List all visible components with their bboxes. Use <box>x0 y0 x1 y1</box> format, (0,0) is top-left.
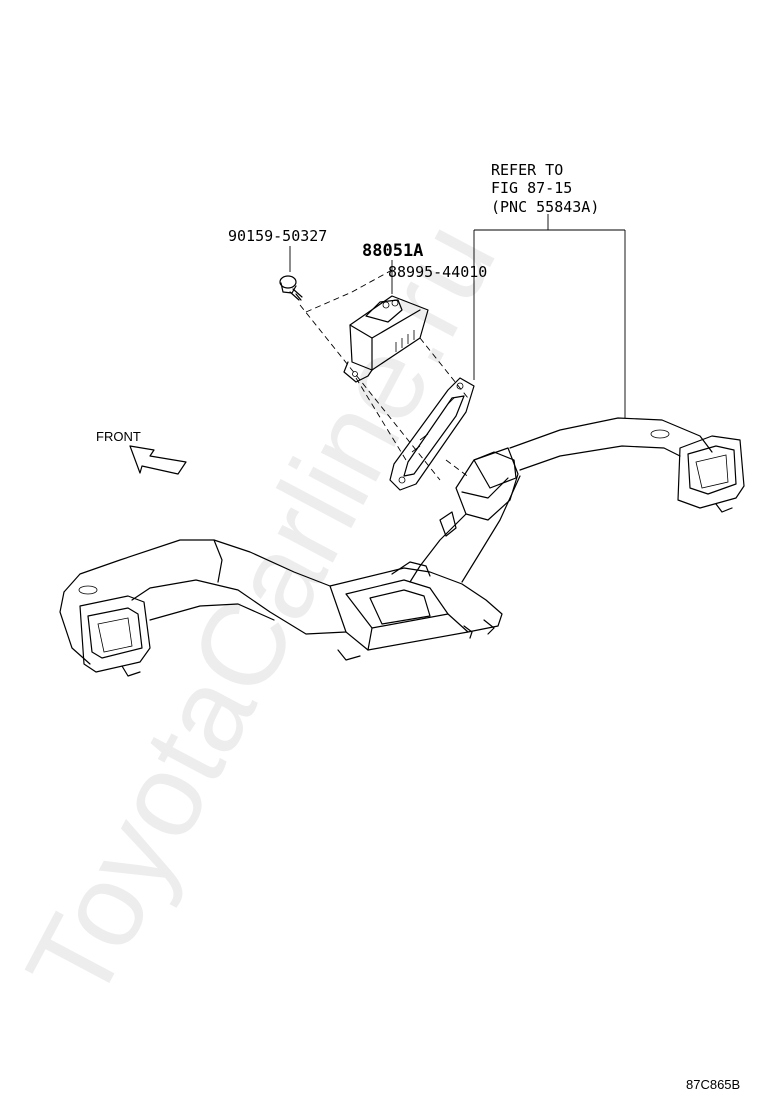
sensor-part-number: 88051A <box>362 241 423 261</box>
refer-pnc-label: (PNC 55843A) <box>491 198 599 216</box>
air-duct-assembly <box>59 417 745 677</box>
assembly-dashed-lines <box>299 269 471 481</box>
figure-code: 87C865B <box>686 1077 740 1092</box>
bracket-part-number: 88995-44010 <box>388 263 487 281</box>
bolt <box>279 275 303 301</box>
refer-fig-label: FIG 87-15 <box>491 179 572 197</box>
front-label: FRONT <box>96 429 141 444</box>
front-arrow-icon <box>129 445 187 475</box>
watermark: ToyotaCarline.ru <box>1 202 521 1023</box>
bracket <box>389 377 475 491</box>
refer-leader <box>473 214 626 418</box>
bolt-part-number: 90159-50327 <box>228 227 327 245</box>
refer-to-label: REFER TO <box>491 161 563 179</box>
